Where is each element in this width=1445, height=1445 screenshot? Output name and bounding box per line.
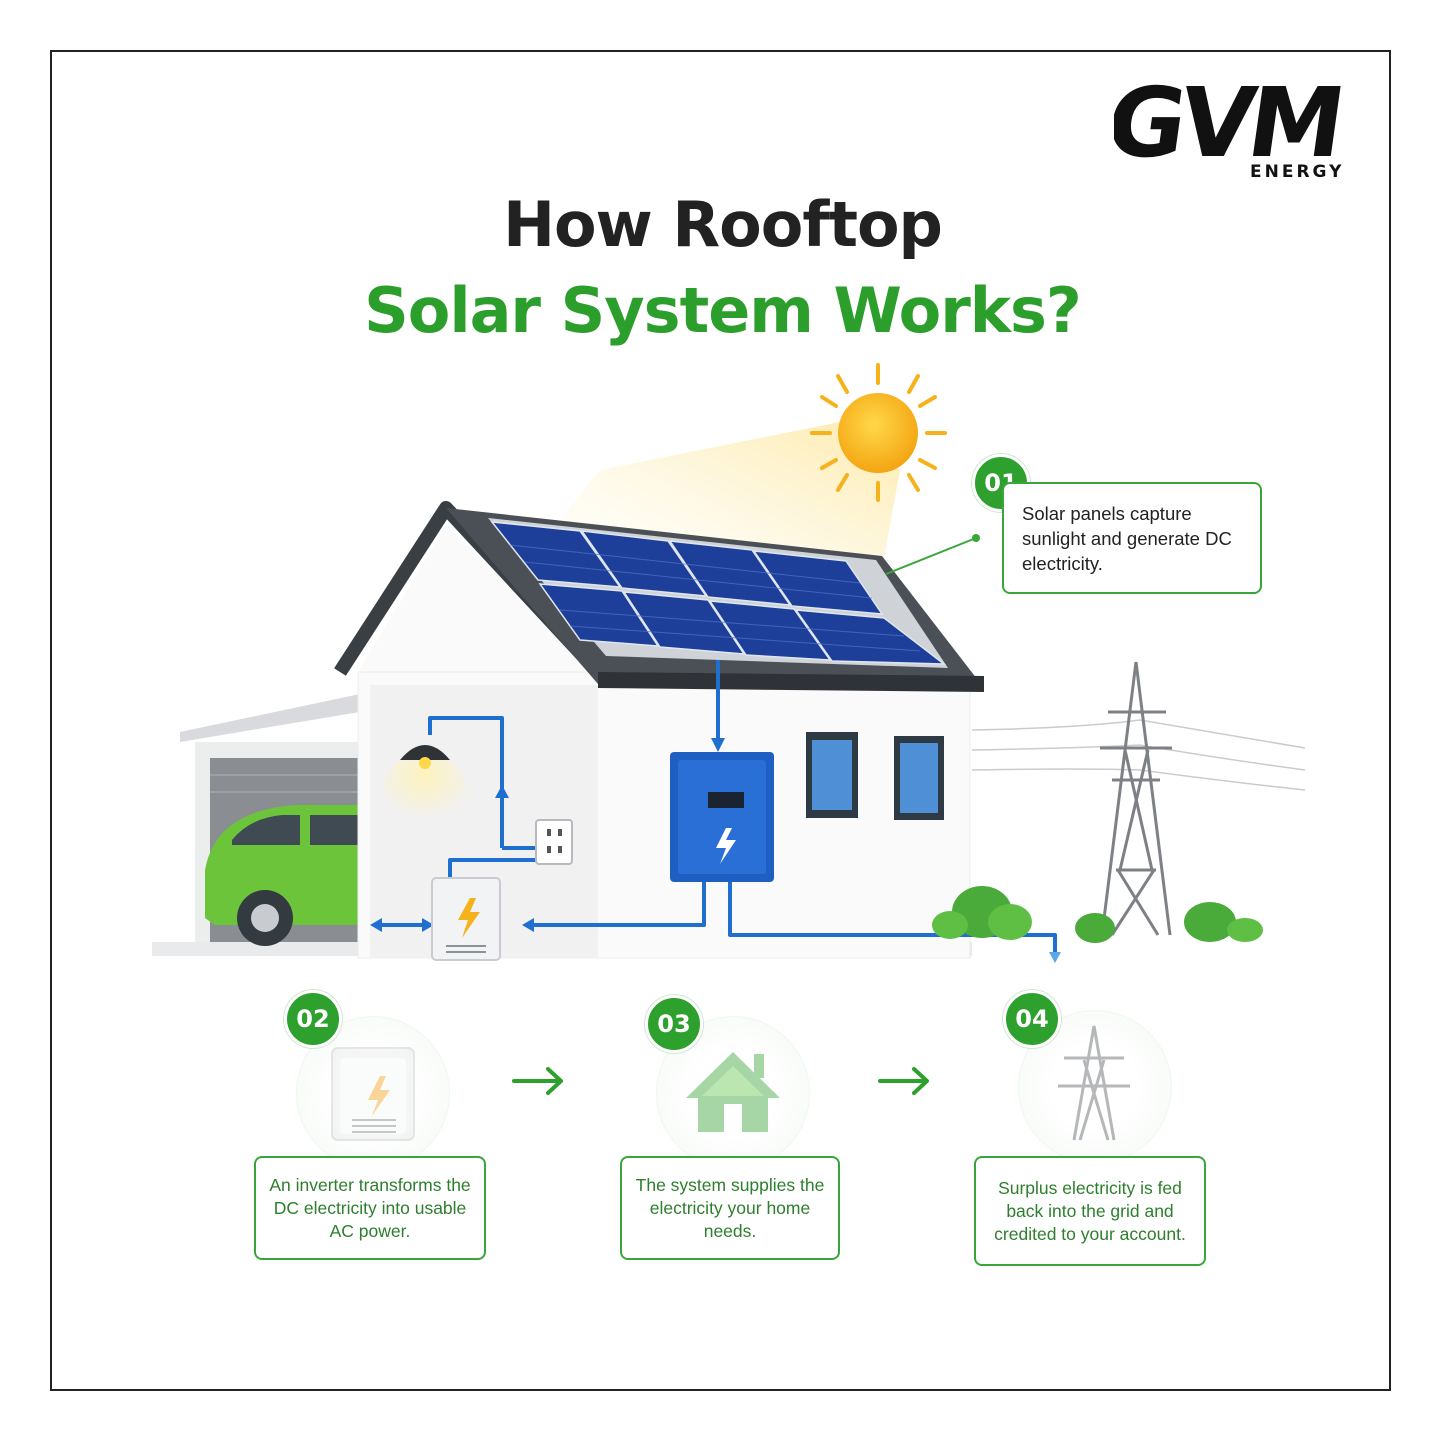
gvm-logo: GVM [1114,78,1346,179]
title-line-2: Solar System Works? [364,274,1082,347]
battery-unit-icon [431,877,501,961]
step-4-description: Surplus electricity is fed back into the… [974,1156,1206,1266]
step-3-description: The system supplies the electricity your… [620,1156,840,1260]
lamp-icon [383,745,467,826]
step-1-description: Solar panels capture sunlight and genera… [1002,482,1262,594]
logo-energy-text: ENERGY [1250,162,1345,182]
step-2-description: An inverter transforms the DC electricit… [254,1156,486,1260]
bushes [932,886,1263,943]
step-2-badge: 02 [284,990,342,1048]
title-line-1: How Rooftop [503,188,943,261]
inverter-icon [670,752,774,882]
electrical-wiring [376,660,1057,955]
step-4-badge: 04 [1003,990,1061,1048]
sunlight-beam [560,420,900,580]
power-lines [971,719,1306,791]
solar-panel-icon [488,518,948,668]
lightning-bolt-icon [716,828,736,864]
arrow-right-icon [512,1067,563,1095]
power-outlet-icon [535,819,573,865]
arrow-right-icon [878,1067,929,1095]
house-windows [806,732,944,820]
wiring-arrows [370,738,1061,963]
transmission-tower-icon [1100,661,1172,936]
car-icon [205,805,360,946]
step-1-connector [885,534,980,575]
logo-text: GVM [1114,78,1346,179]
sun-icon [810,363,947,502]
step-3-badge: 03 [645,995,703,1053]
